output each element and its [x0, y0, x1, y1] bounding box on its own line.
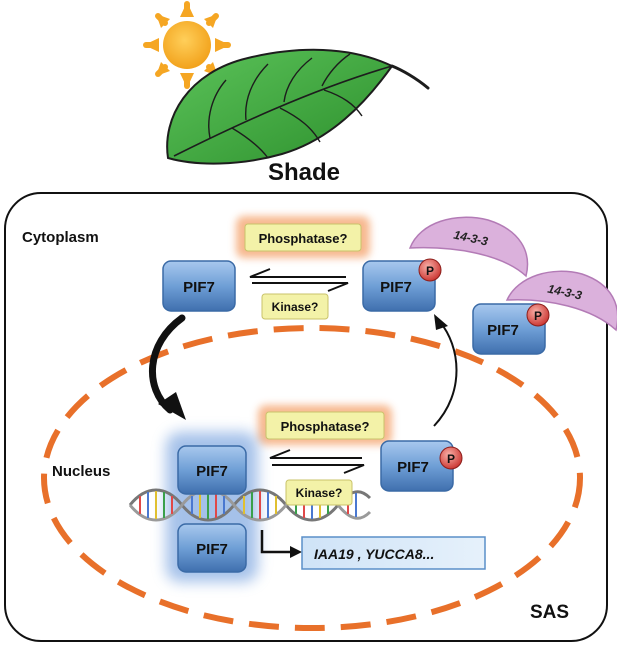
leaf-icon — [166, 48, 430, 165]
pif7-protein: PIF7 — [162, 260, 236, 312]
target-genes-label: IAA19 , YUCCA8... — [314, 546, 434, 562]
pif7-label: PIF7 — [487, 322, 519, 339]
nuclear-export-arrow — [433, 314, 458, 427]
pif7-label: PIF7 — [183, 279, 215, 296]
adaptor-14-3-3: 14-3-3 — [408, 216, 529, 278]
phosphatase-label: Phosphatase? — [281, 419, 370, 434]
kinase-label: Kinase? — [272, 300, 319, 314]
cytoplasm-label: Cytoplasm — [22, 229, 99, 246]
phospho-label: P — [426, 264, 434, 278]
pif7-label: PIF7 — [380, 279, 412, 296]
nucleus-label: Nucleus — [52, 463, 110, 480]
pif7-label: PIF7 — [397, 459, 429, 476]
phosphatase-box-nucleus: Phosphatase? — [258, 405, 392, 445]
phosphatase-box-cytoplasm: Phosphatase? — [236, 216, 370, 258]
pif7-protein-phosphorylated: PIF7 P — [362, 258, 442, 312]
pif7-label: PIF7 — [196, 541, 228, 558]
pif7-protein-phosphorylated: PIF7 P — [380, 440, 463, 492]
nucleus-boundary — [41, 325, 583, 631]
pif7-protein: PIF7 — [177, 523, 247, 573]
pif7-protein: PIF7 — [177, 445, 247, 495]
kinase-box-cytoplasm: Kinase? — [261, 293, 329, 320]
pif7-label: PIF7 — [196, 463, 228, 480]
nuclear-import-arrow — [149, 314, 186, 420]
kinase-box-nucleus: Kinase? — [285, 479, 353, 506]
target-genes-box: IAA19 , YUCCA8... — [301, 536, 486, 570]
kinase-label: Kinase? — [296, 486, 343, 500]
adaptor-14-3-3: 14-3-3 — [505, 270, 617, 332]
page-title: Shade — [268, 159, 340, 186]
phosphatase-label: Phosphatase? — [259, 231, 348, 246]
equilibrium-arrows-cytoplasm — [249, 268, 349, 292]
gene-activation-arrow — [260, 530, 302, 558]
phospho-label: P — [447, 452, 455, 466]
equilibrium-arrows-nucleus — [269, 449, 365, 474]
sas-label: SAS — [530, 602, 569, 623]
cell-boundary — [4, 192, 608, 642]
sun-icon — [143, 1, 231, 89]
phospho-label: P — [534, 309, 542, 323]
pif7-protein-phosphorylated: PIF7 P — [472, 303, 550, 355]
